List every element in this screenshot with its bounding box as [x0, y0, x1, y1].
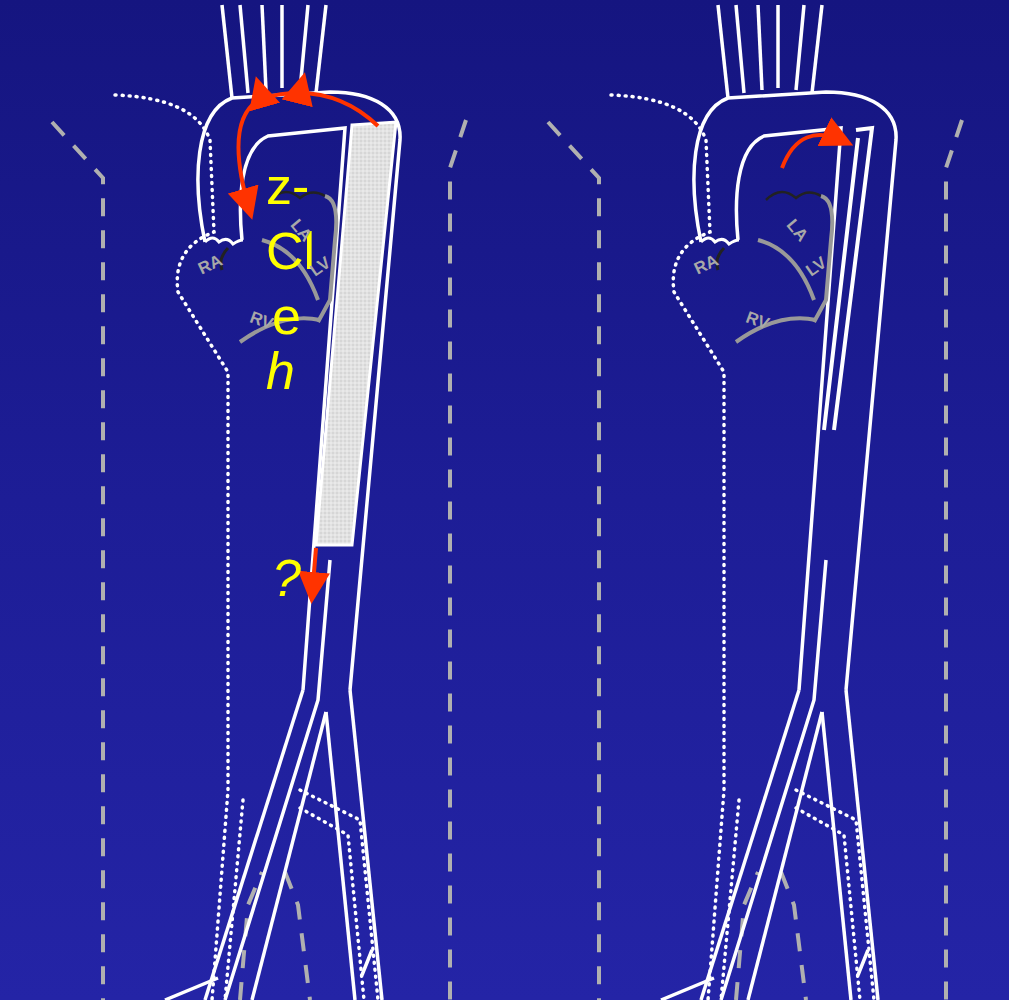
heading-fragment: z- — [266, 160, 309, 212]
chamber-label: RA — [196, 252, 225, 278]
chamber-label: LA — [784, 216, 812, 244]
chamber-label: RV — [744, 309, 772, 333]
heading-fragment: e — [272, 290, 301, 342]
chamber-label: RV — [248, 309, 276, 333]
heading-fragment: ? — [272, 552, 301, 604]
chamber-label: RA — [692, 252, 721, 278]
chamber-label: LV — [803, 254, 830, 280]
heading-fragment: h — [266, 345, 295, 397]
